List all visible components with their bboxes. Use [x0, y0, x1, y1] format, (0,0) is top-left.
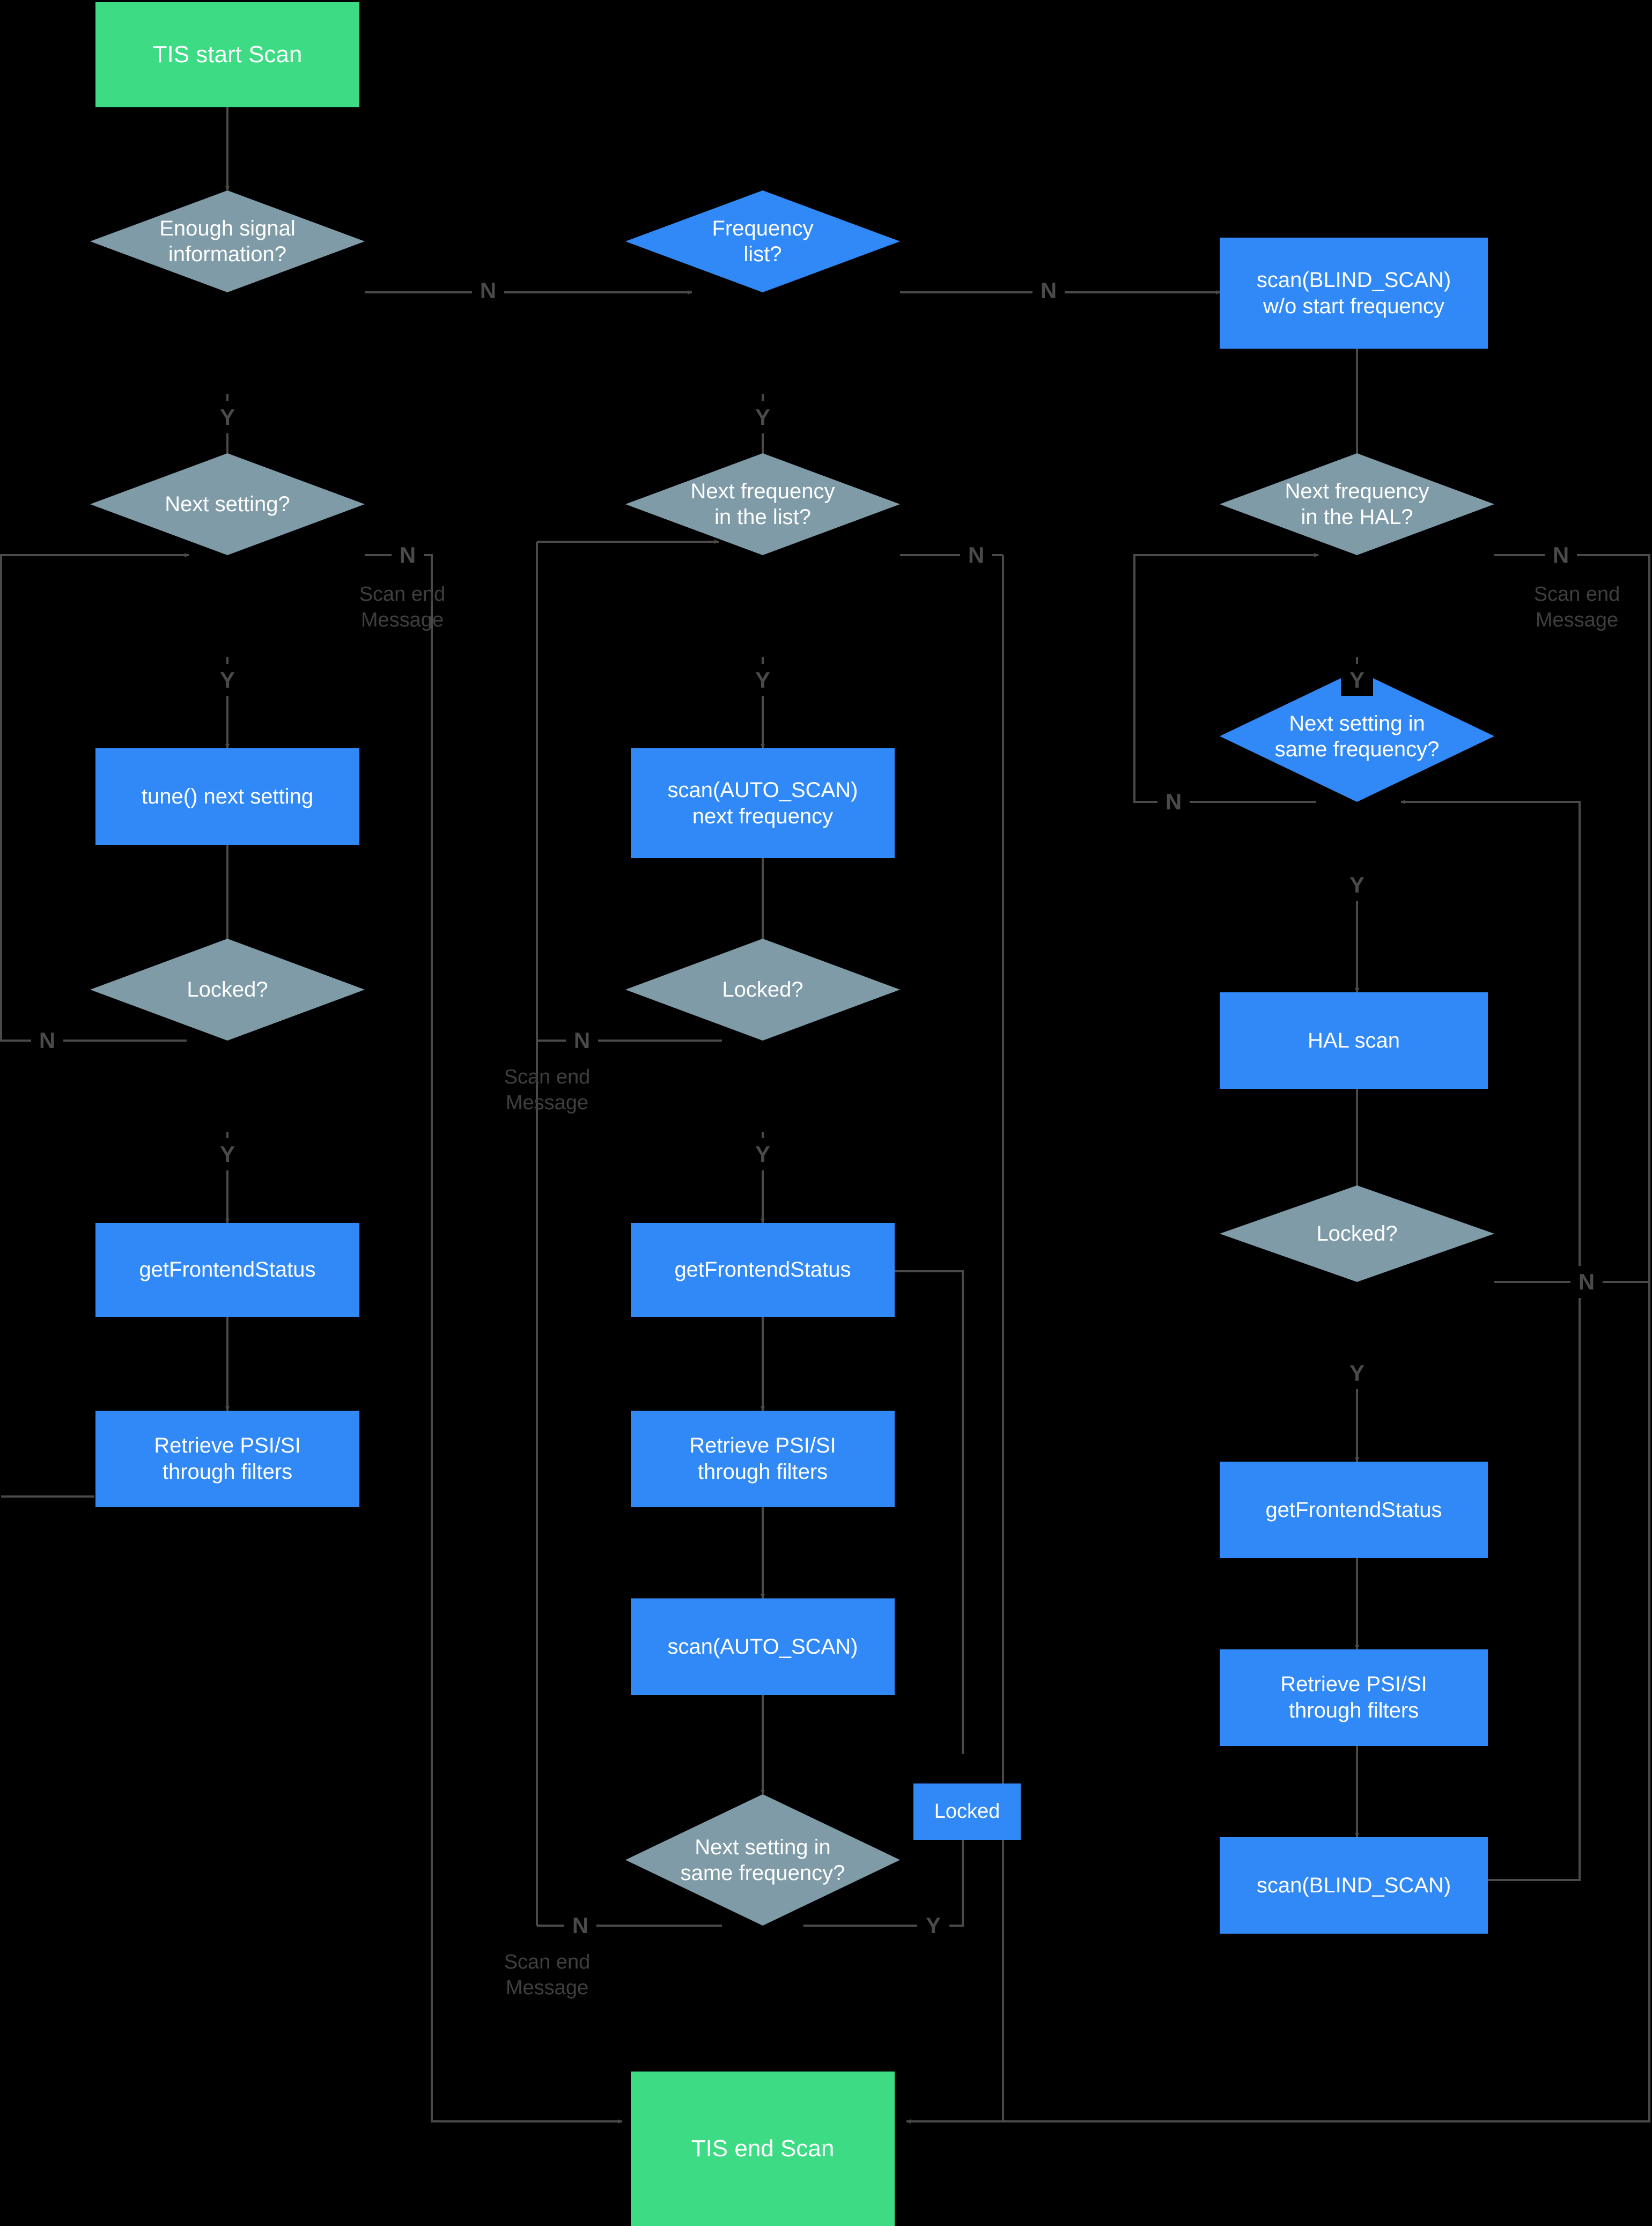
node-label: HAL scan [1308, 1028, 1400, 1052]
note-scan-end-message-middle-bottom: Scan end Message [504, 1951, 591, 1999]
node-label: Locked [934, 1800, 1000, 1823]
edge-label-n-next-setting: N [392, 539, 424, 571]
node-label: tune() next setting [141, 784, 314, 808]
edge-label-n-frequency-list: N [1032, 275, 1065, 307]
node-label: scan(BLIND_SCAN) [1256, 1873, 1451, 1897]
edge-label-y-locked-middle: Y [747, 1138, 779, 1170]
node-retrieve-psi-si-left[interactable]: Retrieve PSI/SI through filters [95, 1411, 359, 1507]
edge-label-y-next-frequency-list: Y [747, 664, 779, 696]
node-next-frequency-in-the-list[interactable]: Next frequency in the list? [625, 453, 900, 555]
node-get-frontend-status-middle[interactable]: getFrontendStatus [631, 1223, 895, 1317]
node-next-frequency-in-the-hal[interactable]: Next frequency in the HAL? [1220, 453, 1494, 555]
edge-label-y-locked-left: Y [211, 1138, 244, 1170]
edge-label-n-enough-signal: N [472, 275, 504, 307]
node-label: scan(BLIND_SCAN) w/o start frequency [1256, 268, 1451, 318]
node-scan-auto-scan[interactable]: scan(AUTO_SCAN) [631, 1598, 895, 1695]
edge-label-y-locked-right: Y [1341, 1357, 1373, 1389]
node-label: TIS end Scan [691, 2135, 835, 2162]
edge-label-y-next-setting-same-frequency-middle: Y [917, 1910, 949, 1942]
node-label: TIS start Scan [152, 41, 303, 68]
node-frequency-list[interactable]: Frequency list? [625, 190, 900, 292]
edge-label-y-frequency-list: Y [747, 401, 779, 433]
node-retrieve-psi-si-right[interactable]: Retrieve PSI/SI through filters [1220, 1649, 1488, 1746]
node-scan-auto-scan-next-frequency[interactable]: scan(AUTO_SCAN) next frequency [631, 748, 895, 858]
node-get-frontend-status-left[interactable]: getFrontendStatus [95, 1223, 359, 1317]
node-locked-middle[interactable]: Locked? [625, 939, 900, 1041]
node-label: getFrontendStatus [674, 1258, 851, 1282]
edge-label-y-next-frequency-hal: Y [1341, 664, 1373, 696]
edge-label-n-locked-right: N [1570, 1266, 1603, 1298]
node-locked-left[interactable]: Locked? [90, 939, 365, 1041]
edge-label-y-enough-signal: Y [211, 401, 244, 433]
node-label: Retrieve PSI/SI through filters [154, 1434, 301, 1484]
edge-label-n-next-frequency-hal: N [1545, 539, 1577, 571]
node-tis-start-scan[interactable]: TIS start Scan [95, 2, 359, 107]
note-scan-end-message-left: Scan end Message [359, 583, 446, 631]
node-hal-scan[interactable]: HAL scan [1220, 992, 1488, 1089]
edge-label-n-locked-middle: N [566, 1024, 598, 1057]
node-label: getFrontendStatus [1265, 1498, 1442, 1522]
node-scan-blind-scan-wo-start-frequency[interactable]: scan(BLIND_SCAN) w/o start frequency [1220, 238, 1488, 349]
edge-label-n-next-setting-same-frequency-right: N [1157, 786, 1190, 818]
note-scan-end-message-right: Scan end Message [1533, 583, 1620, 631]
edge-label-n-next-frequency-list: N [960, 539, 992, 571]
edge-label-y-next-setting-same-frequency-right: Y [1341, 869, 1373, 901]
node-locked-right[interactable]: Locked? [1220, 1185, 1494, 1282]
edge-label-y-next-setting: Y [211, 664, 244, 696]
node-scan-blind-scan[interactable]: scan(BLIND_SCAN) [1220, 1837, 1488, 1934]
node-label: scan(AUTO_SCAN) next frequency [667, 778, 858, 828]
node-get-frontend-status-right[interactable]: getFrontendStatus [1220, 1462, 1488, 1558]
node-label: scan(AUTO_SCAN) [667, 1634, 858, 1659]
node-tune-next-setting[interactable]: tune() next setting [95, 748, 359, 845]
node-label: getFrontendStatus [139, 1258, 316, 1282]
node-next-setting[interactable]: Next setting? [90, 453, 365, 555]
node-enough-signal-information[interactable]: Enough signal information? [90, 190, 365, 292]
edge-label-n-next-setting-same-frequency-middle: N [564, 1910, 596, 1942]
node-retrieve-psi-si-middle[interactable]: Retrieve PSI/SI through filters [631, 1411, 895, 1507]
node-locked-tag[interactable]: Locked [913, 1783, 1021, 1840]
note-scan-end-message-middle-locked: Scan end Message [504, 1066, 591, 1114]
node-label: Retrieve PSI/SI through filters [1280, 1672, 1427, 1722]
node-tis-end-scan[interactable]: TIS end Scan [631, 2072, 895, 2226]
node-next-setting-same-frequency-middle[interactable]: Next setting in same frequency? [625, 1794, 900, 1926]
node-label: Retrieve PSI/SI through filters [689, 1434, 836, 1484]
edge-label-n-locked-left: N [31, 1024, 63, 1057]
